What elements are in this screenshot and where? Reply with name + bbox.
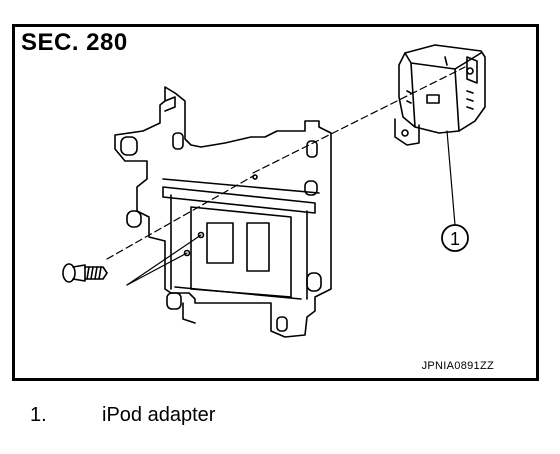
figure-code: JPNIA0891ZZ (421, 360, 494, 372)
callout-number: 1 (450, 229, 460, 249)
legend-text: iPod adapter (102, 404, 216, 426)
legend-item: 1. iPod adapter (30, 404, 215, 427)
figure-frame: SEC. 280 (12, 24, 539, 381)
ipod-adapter-icon (394, 44, 486, 146)
section-label: SEC. 280 (21, 29, 128, 56)
legend-number: 1. (30, 404, 47, 426)
bracket-icon (114, 86, 332, 338)
exploded-view-drawing: 1 (62, 44, 486, 338)
screw-icon (62, 263, 108, 283)
